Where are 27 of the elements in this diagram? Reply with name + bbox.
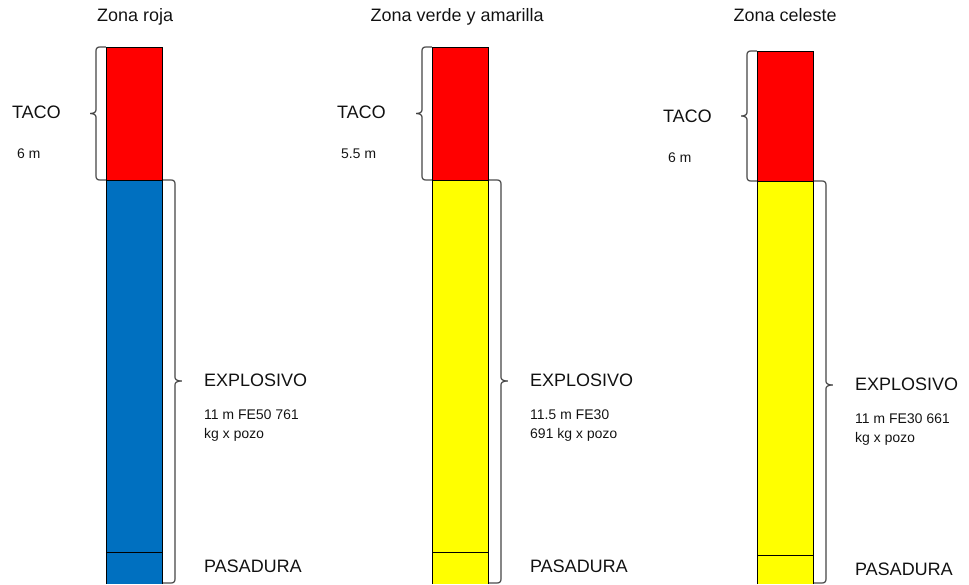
column-segment	[106, 47, 163, 181]
charge-note: 11 m FE30 661 kg x pozo	[855, 409, 951, 447]
column-segment	[758, 555, 813, 584]
column-segment	[757, 181, 814, 584]
section-label: TACO	[12, 102, 61, 123]
column-segment	[433, 552, 488, 584]
section-label: EXPLOSIVO	[204, 370, 308, 391]
section-label: PASADURA	[855, 559, 953, 580]
column-segment	[106, 180, 163, 584]
section-label: PASADURA	[530, 556, 628, 577]
column-title: Zona celeste	[733, 5, 837, 26]
charge-note: 11.5 m FE30 691 kg x pozo	[530, 405, 618, 443]
section-label: PASADURA	[204, 556, 302, 577]
section-label: TACO	[337, 102, 386, 123]
column-segment	[432, 47, 489, 181]
length-label: 5.5 m	[341, 144, 378, 163]
length-label: 6 m	[668, 148, 692, 167]
charge-note: 11 m FE50 761 kg x pozo	[204, 405, 300, 443]
column-segment	[432, 180, 489, 584]
section-label: EXPLOSIVO	[855, 374, 958, 395]
column-segment	[107, 552, 162, 584]
column-segment	[757, 51, 814, 182]
column-title: Zona verde y amarilla	[370, 5, 544, 26]
column-title: Zona roja	[96, 5, 174, 26]
section-label: TACO	[663, 106, 712, 127]
section-label: EXPLOSIVO	[530, 370, 634, 391]
length-label: 6 m	[17, 144, 42, 163]
